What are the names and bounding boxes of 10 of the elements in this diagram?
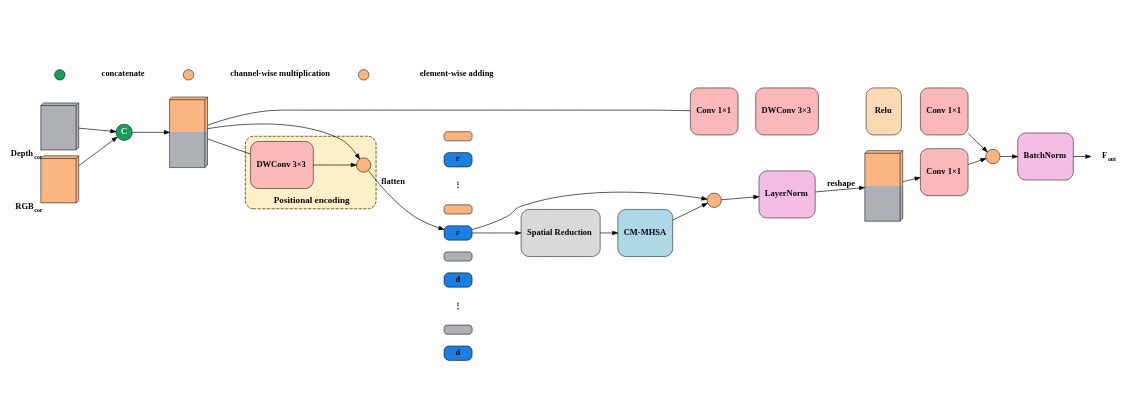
legend-label: concatenate: [101, 67, 145, 78]
edge-label: reshape: [826, 177, 856, 188]
legend-label: element-wise adding: [419, 67, 494, 78]
edge-label: flatten: [381, 175, 405, 186]
node-label: Depth$_{cor}$: [10, 147, 43, 160]
legend-label: channel-wise multiplication: [230, 67, 331, 78]
node-label: RGB$_{cor}$: [15, 200, 43, 213]
node-text: F$_{out}$: [1102, 149, 1117, 162]
label: ⋮: [453, 178, 462, 189]
label: ⋮: [453, 299, 462, 310]
